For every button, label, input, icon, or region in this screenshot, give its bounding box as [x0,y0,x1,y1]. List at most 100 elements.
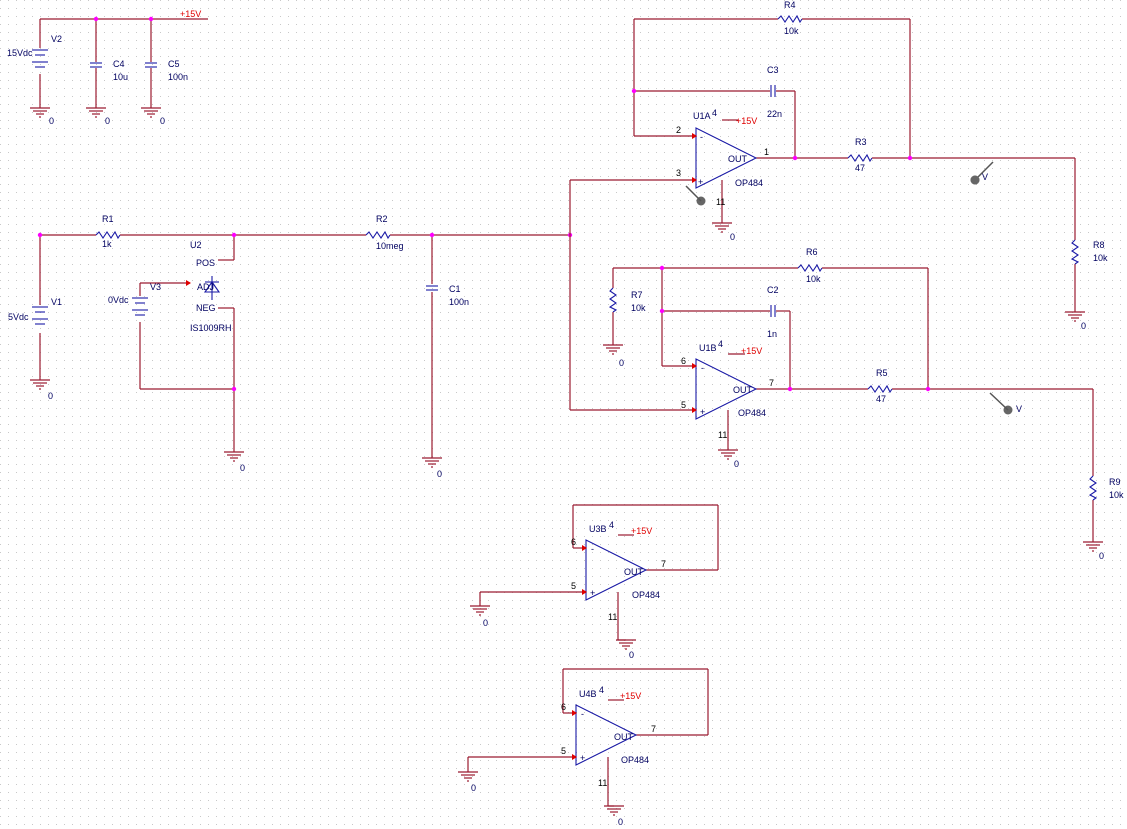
c1-capacitor[interactable]: C1 100n [425,284,469,307]
probe-label: V [1016,404,1022,414]
c5-value: 100n [168,72,188,82]
r7-resistor[interactable]: R7 10k [609,287,646,313]
r5-ref: R5 [876,368,888,378]
ground-label: 0 [1081,321,1086,331]
r9-value: 10k [1109,490,1124,500]
u4b-wires [467,668,709,806]
u3b-opamp[interactable]: - + OUT U3B 4 OP484 6 5 7 11 [571,520,666,622]
r6-value: 10k [806,274,821,284]
r7-value: 10k [631,303,646,313]
probe-label: V [982,172,988,182]
r8-resistor[interactable]: R8 10k [1071,239,1108,265]
u4b-ref: U4B [579,689,597,699]
ground-label: 0 [730,232,735,242]
power-label: +15V [741,346,762,356]
r8-value: 10k [1093,253,1108,263]
u1a-part: OP484 [735,178,763,188]
c3-value: 22n [767,109,782,119]
u4b-minus: - [581,709,584,719]
input-wires [37,232,573,458]
r2-resistor[interactable]: R2 10meg [365,214,404,251]
u1a-plus: + [698,177,703,187]
u1a-ref: U1A [693,111,711,121]
u2-ref: U2 [190,240,202,250]
r6-resistor[interactable]: R6 10k [797,247,823,284]
u3b-plus: + [590,588,595,598]
r2-value: 10meg [376,241,404,251]
u4b-opamp[interactable]: - + OUT U4B 4 OP484 6 5 7 11 [561,685,656,788]
power-label: +15V [631,526,652,536]
u1a-pin-inv: 2 [676,125,681,135]
r7-ref: R7 [631,290,643,300]
u1b-pin-out: 7 [769,378,774,388]
u1b-plus: + [700,407,705,417]
v2-value: 15Vdc [7,48,33,58]
u3b-pin-noninv: 5 [571,581,576,591]
power-label: +15V [180,9,201,19]
c5-capacitor[interactable]: C5 100n [144,59,188,82]
r6-ref: R6 [806,247,818,257]
u3b-pin-vp: 4 [609,520,614,530]
r3-resistor[interactable]: R3 47 [847,137,873,173]
u2-reference[interactable]: U2 POS ADJ NEG IS1009RH [190,240,232,333]
c4-capacitor[interactable]: C4 10u [89,59,128,82]
v3-source[interactable]: V3 0Vdc [108,282,161,316]
probe-icon[interactable]: V [989,392,1022,415]
c2-value: 1n [767,329,777,339]
ground-label: 0 [734,459,739,469]
r4-resistor[interactable]: R4 10k [777,0,803,36]
u2-pin-adj: ADJ [197,282,214,292]
u4b-pin-out: 7 [651,724,656,734]
r1-value: 1k [102,239,112,249]
ground-label: 0 [618,817,623,827]
u4b-pin-vn: 11 [598,778,607,788]
u4b-pin-noninv: 5 [561,746,566,756]
r5-resistor[interactable]: R5 47 [867,368,893,404]
ground-label: 0 [49,116,54,126]
r3-value: 47 [855,163,865,173]
r4-value: 10k [784,26,799,36]
ground-label: 0 [160,116,165,126]
u1a-pin-out: 1 [764,147,769,157]
r1-resistor[interactable]: R1 1k [95,214,121,249]
u1a-pin-noninv: 3 [676,168,681,178]
ground-label: 0 [471,783,476,793]
c5-ref: C5 [168,59,180,69]
r9-resistor[interactable]: R9 10k [1089,475,1124,501]
v3-ref: V3 [150,282,161,292]
u2-pin-neg: NEG [196,303,216,313]
u1b-out: OUT [733,385,753,395]
ground-label: 0 [1099,551,1104,561]
u3b-out: OUT [624,567,644,577]
u1b-minus: - [701,363,704,373]
r8-ref: R8 [1093,240,1105,250]
v1-ref: V1 [51,297,62,307]
ground-label: 0 [48,391,53,401]
u3b-part: OP484 [632,590,660,600]
r9-ref: R9 [1109,477,1121,487]
probe-icon[interactable] [685,185,706,206]
r3-ref: R3 [855,137,867,147]
u4b-pin-inv: 6 [561,702,566,712]
probe-icon[interactable]: V [969,161,994,186]
u2-pin-pos: POS [196,258,215,268]
ground-label: 0 [619,358,624,368]
u1a-wires [569,18,1076,410]
c2-capacitor[interactable]: C2 1n [767,285,779,339]
v1-source[interactable]: V1 5Vdc [8,297,62,325]
u4b-part: OP484 [621,755,649,765]
r4-ref: R4 [784,0,796,10]
v2-source[interactable]: V2 15Vdc [7,34,62,68]
v1-value: 5Vdc [8,312,29,322]
supply-block [39,16,208,108]
pin-markers [186,133,697,760]
c3-capacitor[interactable]: C3 22n [767,65,782,119]
u1a-opamp[interactable]: - + OUT U1A 4 OP484 2 3 1 11 [676,108,769,207]
u1a-out: OUT [728,154,748,164]
u1b-pin-inv: 6 [681,356,686,366]
c4-ref: C4 [113,59,125,69]
u1b-opamp[interactable]: - + OUT U1B 4 OP484 6 5 7 11 [681,339,774,440]
c3-ref: C3 [767,65,779,75]
u1b-pin-vp: 4 [718,339,723,349]
